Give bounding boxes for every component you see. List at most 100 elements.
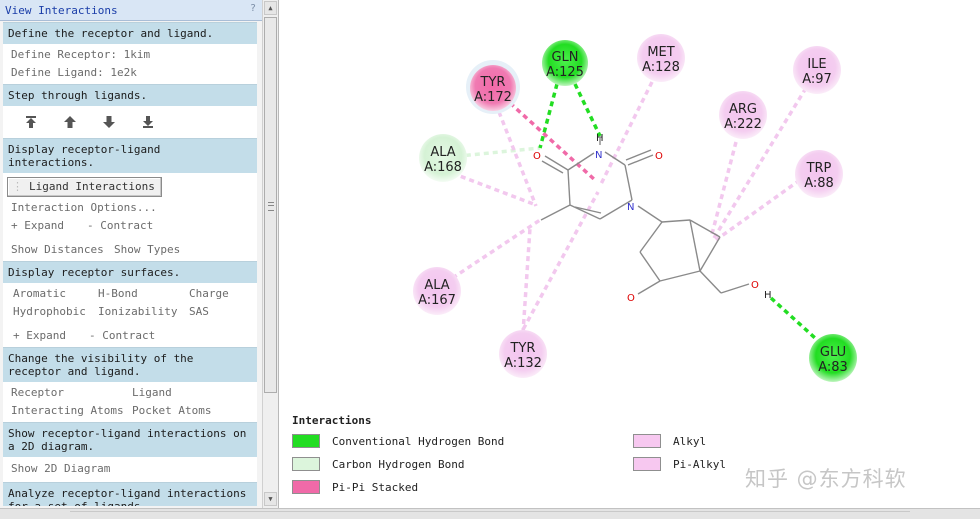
- first-icon[interactable]: [11, 111, 50, 133]
- ala167-line: [444, 218, 541, 285]
- expand-contract-row: + Expand - Contract: [11, 217, 249, 235]
- residue-name: ALA: [430, 145, 455, 160]
- ala168-line: [438, 146, 541, 160]
- legend-label: Conventional Hydrogen Bond: [332, 434, 505, 448]
- scroll-up-icon[interactable]: ▲: [264, 1, 277, 15]
- hydrophobic-link[interactable]: Hydrophobic: [13, 305, 86, 318]
- residue-name: ARG: [729, 102, 757, 117]
- interactions-legend: Interactions Conventional Hydrogen Bond …: [292, 414, 752, 506]
- section-visibility: Change the visibility of the receptor an…: [3, 347, 257, 382]
- gln125-h-line: [573, 83, 602, 137]
- legend-item: Alkyl: [633, 433, 706, 449]
- help-icon[interactable]: ?: [249, 3, 256, 14]
- previous-icon[interactable]: [50, 111, 89, 133]
- surfaces-expand-link[interactable]: + Expand: [13, 329, 66, 342]
- show-2d-diagram-link[interactable]: Show 2D Diagram: [11, 462, 111, 475]
- residue-glu83[interactable]: GLU A:83: [809, 334, 857, 382]
- contract-link[interactable]: - Contract: [87, 219, 154, 232]
- residue-tyr172[interactable]: TYR A:172: [466, 60, 520, 114]
- ligand-interactions-label: Ligand Interactions: [29, 180, 155, 193]
- interaction-options-link[interactable]: Interaction Options...: [11, 201, 157, 214]
- residue-tyr132[interactable]: TYR A:132: [499, 330, 547, 378]
- residue-number: A:128: [642, 60, 680, 75]
- residue-gln125[interactable]: GLN A:125: [542, 40, 588, 86]
- section-display-surfaces: Display receptor surfaces.: [3, 261, 257, 283]
- legend-item: Conventional Hydrogen Bond: [292, 433, 504, 449]
- ile97-line: [712, 87, 808, 239]
- arg222-line: [710, 141, 738, 235]
- scroll-down-icon[interactable]: ▼: [264, 492, 277, 506]
- residue-name: TYR: [510, 341, 536, 356]
- atom-h2: H: [764, 290, 772, 301]
- define-receptor-link[interactable]: Define Receptor: 1kim: [11, 48, 151, 61]
- display-interactions-body: ⋮Ligand Interactions Interaction Options…: [3, 173, 257, 261]
- last-icon[interactable]: [128, 111, 167, 133]
- legend-title: Interactions: [292, 414, 372, 427]
- charge-link[interactable]: Charge: [189, 287, 229, 300]
- residue-number: A:168: [424, 160, 462, 175]
- ala168-alkyl-line: [443, 168, 537, 207]
- surfaces-contract-link[interactable]: - Contract: [89, 329, 156, 342]
- legend-item: Pi-Alkyl: [633, 456, 726, 472]
- residue-number: A:125: [546, 65, 584, 80]
- visibility-row-1: Receptor Ligand: [11, 384, 249, 402]
- ionizability-link[interactable]: Ionizability: [98, 305, 178, 318]
- ligand-interactions-button[interactable]: ⋮Ligand Interactions: [7, 177, 162, 197]
- aromatic-link[interactable]: Aromatic: [13, 287, 66, 300]
- surfaces-expand-row: + Expand - Contract: [13, 327, 249, 345]
- interacting-atoms-link[interactable]: Interacting Atoms: [11, 404, 124, 417]
- panel-body: Define the receptor and ligand. Define R…: [3, 22, 257, 506]
- distances-types-row: Show Distances Show Types: [11, 241, 249, 259]
- residue-met128[interactable]: MET A:128: [637, 34, 685, 82]
- interaction-diagram[interactable]: O N H O N O O H GLN A:125 MET A:128 ILE …: [283, 0, 980, 508]
- residue-name: MET: [647, 45, 674, 60]
- ligand-link[interactable]: Ligand: [132, 386, 172, 399]
- residue-trp88[interactable]: TRP A:88: [795, 150, 843, 198]
- scrollbar-thumb[interactable]: [264, 17, 277, 393]
- panel-header: View Interactions ?: [0, 0, 262, 21]
- grip-icon: [268, 202, 274, 211]
- atom-n2: N: [627, 202, 634, 213]
- tyr172-line: [508, 101, 597, 182]
- diagram-canvas: O N H O N O O H GLN A:125 MET A:128 ILE …: [413, 34, 857, 382]
- legend-label: Pi-Alkyl: [673, 457, 726, 471]
- residue-ala167[interactable]: ALA A:167: [413, 267, 461, 315]
- atom-o1: O: [533, 151, 541, 162]
- expand-link[interactable]: + Expand: [11, 219, 64, 232]
- show-distances-link[interactable]: Show Distances: [11, 243, 104, 256]
- legend-label: Pi-Pi Stacked: [332, 480, 419, 494]
- residue-ala168[interactable]: ALA A:168: [419, 134, 467, 182]
- residue-number: A:83: [818, 360, 848, 375]
- receptor-link[interactable]: Receptor: [11, 386, 64, 399]
- panel-title: View Interactions: [5, 4, 118, 17]
- residue-ile97[interactable]: ILE A:97: [793, 46, 841, 94]
- atom-o4: O: [751, 280, 759, 291]
- section-analyze: Analyze receptor-ligand interactions for…: [3, 482, 257, 506]
- tyr172-alkyl-line: [497, 111, 538, 207]
- pocket-atoms-link[interactable]: Pocket Atoms: [132, 404, 212, 417]
- legend-swatch: [633, 457, 661, 471]
- residue-name: GLU: [820, 345, 846, 360]
- define-ligand-link[interactable]: Define Ligand: 1e2k: [11, 66, 137, 79]
- visibility-row-2: Interacting Atoms Pocket Atoms: [11, 402, 249, 420]
- hbond-link[interactable]: H-Bond: [98, 287, 138, 300]
- atom-n1: N: [595, 150, 602, 161]
- next-icon[interactable]: [89, 111, 128, 133]
- section-step: Step through ligands.: [3, 84, 257, 106]
- legend-swatch: [633, 434, 661, 448]
- surfaces-row-2: Hydrophobic Ionizability SAS: [13, 303, 249, 321]
- residue-number: A:88: [804, 176, 834, 191]
- interaction-lines: [438, 81, 827, 349]
- visibility-body: Receptor Ligand Interacting Atoms Pocket…: [3, 382, 257, 422]
- residue-number: A:132: [504, 356, 542, 371]
- bottom-bar: [0, 508, 980, 519]
- section-display-interactions: Display receptor-ligand interactions.: [3, 138, 257, 173]
- legend-label: Alkyl: [673, 434, 707, 448]
- residue-arg222[interactable]: ARG A:222: [719, 91, 767, 139]
- residue-number: A:222: [724, 117, 762, 132]
- show-types-link[interactable]: Show Types: [114, 243, 181, 256]
- residue-name: ILE: [807, 57, 826, 72]
- panel-scrollbar[interactable]: ▲ ▼: [262, 0, 278, 508]
- sas-link[interactable]: SAS: [189, 305, 209, 318]
- step-toolbar: [3, 106, 257, 138]
